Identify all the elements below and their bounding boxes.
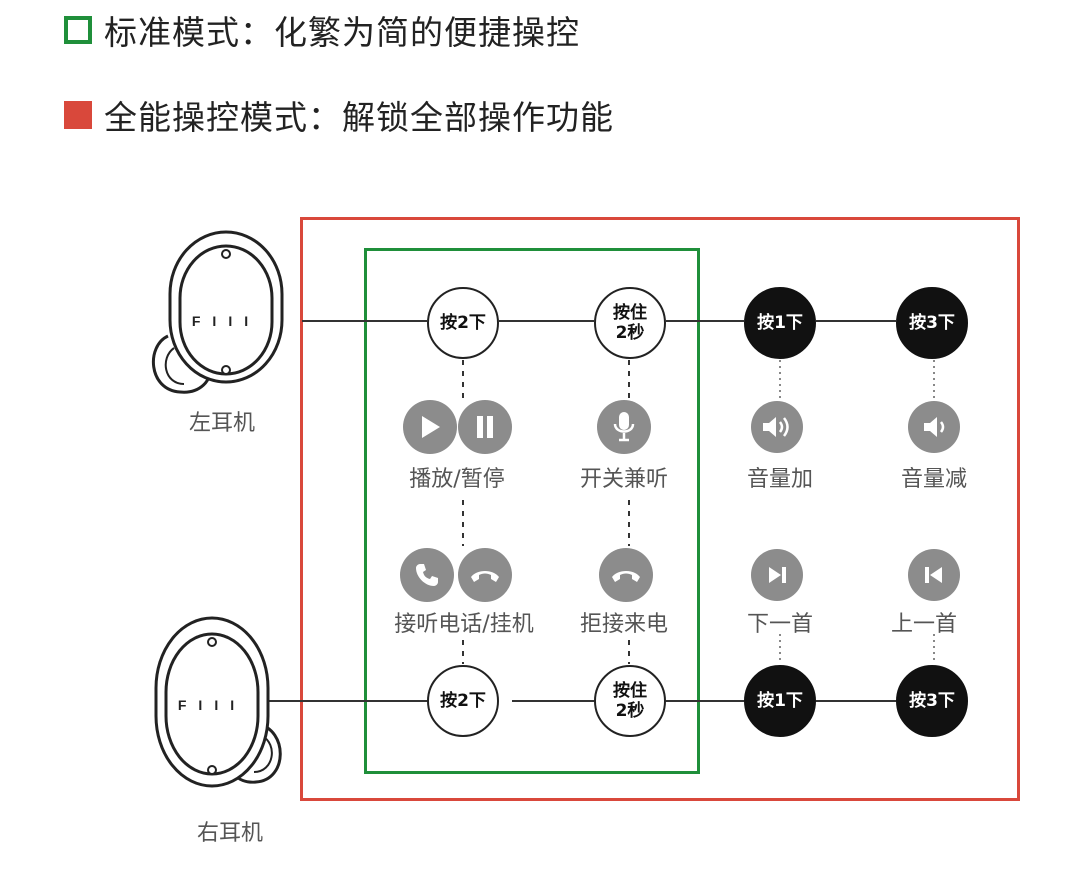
caption-play-pause: 播放/暂停 <box>409 467 505 492</box>
left-double-tap-button: 按2下 <box>427 287 499 359</box>
caption-volume-up: 音量加 <box>746 467 814 492</box>
right-hold-2s-button: 按住 2秒 <box>594 665 666 737</box>
right-earbud-illustration: FIII <box>154 616 282 788</box>
hang-up-icon <box>458 548 512 602</box>
left-single-tap-button: 按1下 <box>744 287 816 359</box>
right-earbud-brand: FIII <box>178 697 246 713</box>
right-double-tap-label: 按2下 <box>440 691 486 711</box>
caption-volume-down: 音量减 <box>900 467 968 492</box>
red-filled-square-icon <box>64 101 92 129</box>
right-earbud-label: 右耳机 <box>196 821 264 846</box>
caption-next-track: 下一首 <box>746 612 814 637</box>
microphone-icon <box>597 400 651 454</box>
right-double-tap-button: 按2下 <box>427 665 499 737</box>
pause-icon <box>458 400 512 454</box>
volume-down-icon <box>908 401 960 453</box>
left-hold-label-line2: 2秒 <box>615 323 645 343</box>
right-triple-tap-label: 按3下 <box>909 691 955 711</box>
previous-track-icon <box>908 549 960 601</box>
full-mode-frame <box>300 217 1020 801</box>
right-hold-label-line1: 按住 <box>613 681 647 701</box>
left-single-tap-label: 按1下 <box>757 313 803 333</box>
caption-reject-call: 拒接来电 <box>579 612 669 637</box>
standard-mode-frame <box>364 248 700 774</box>
right-single-tap-label: 按1下 <box>757 691 803 711</box>
caption-previous-track: 上一首 <box>890 612 958 637</box>
left-earbud-illustration: FIII <box>151 230 284 394</box>
right-single-tap-button: 按1下 <box>744 665 816 737</box>
left-earbud-label: 左耳机 <box>188 411 256 436</box>
right-hold-label-line2: 2秒 <box>615 701 645 721</box>
play-icon <box>403 400 457 454</box>
legend-full-mode: 全能操控模式：解锁全部操作功能 <box>64 91 614 139</box>
right-triple-tap-button: 按3下 <box>896 665 968 737</box>
next-track-icon <box>751 549 803 601</box>
left-hold-label-line1: 按住 <box>613 303 647 323</box>
caption-answer-hangup: 接听电话/挂机 <box>394 612 534 637</box>
left-triple-tap-label: 按3下 <box>909 313 955 333</box>
green-square-outline-icon <box>64 16 92 44</box>
legend-full-text: 全能操控模式：解锁全部操作功能 <box>104 98 614 137</box>
reject-call-icon <box>599 548 653 602</box>
caption-ambient: 开关兼听 <box>579 467 669 492</box>
phone-icon <box>400 548 454 602</box>
legend-standard-mode: 标准模式：化繁为简的便捷操控 <box>64 6 580 54</box>
left-earbud-brand: FIII <box>192 313 260 329</box>
left-hold-2s-button: 按住 2秒 <box>594 287 666 359</box>
legend-standard-text: 标准模式：化繁为简的便捷操控 <box>104 13 580 52</box>
left-double-tap-label: 按2下 <box>440 313 486 333</box>
volume-up-icon <box>751 401 803 453</box>
left-triple-tap-button: 按3下 <box>896 287 968 359</box>
